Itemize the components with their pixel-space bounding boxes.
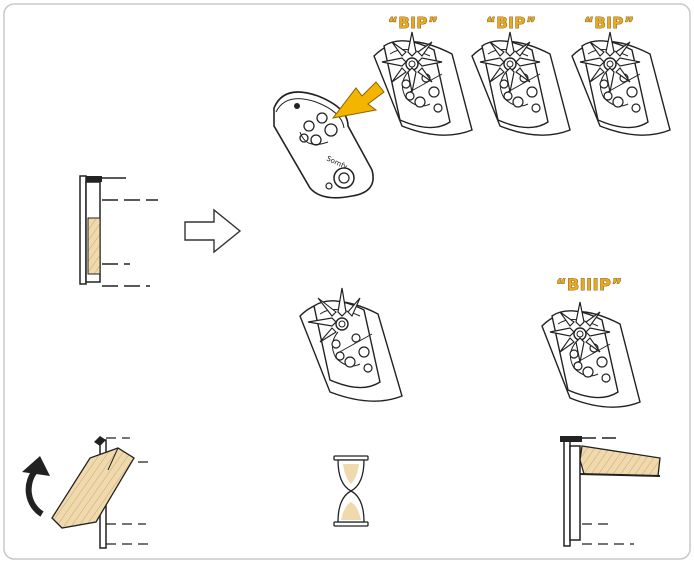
rotate-arrow-icon [22, 456, 50, 517]
remote-control-icon: Somfy [273, 91, 374, 199]
awning-closed-icon [79, 175, 158, 287]
remote-flash-2 [471, 31, 571, 136]
remote-flash-1 [373, 31, 473, 136]
flash-star-partial-icon [307, 287, 361, 343]
sound-bip-1: “BIP” [388, 14, 439, 32]
remote-partial-flash [299, 287, 403, 402]
remote-long-flash [541, 301, 641, 408]
hourglass-icon [333, 455, 369, 527]
awning-rotating-icon [51, 436, 154, 549]
awning-open-icon [560, 436, 661, 547]
press-indicator-arrow-icon [331, 81, 385, 119]
remote-flash-3 [571, 31, 671, 136]
sound-bip-2: “BIP” [486, 14, 537, 32]
sound-biiip: “BIIIP” [556, 275, 623, 294]
outer-frame [3, 3, 691, 560]
sound-bip-3: “BIP” [584, 14, 635, 32]
next-step-arrow-icon [184, 208, 242, 254]
